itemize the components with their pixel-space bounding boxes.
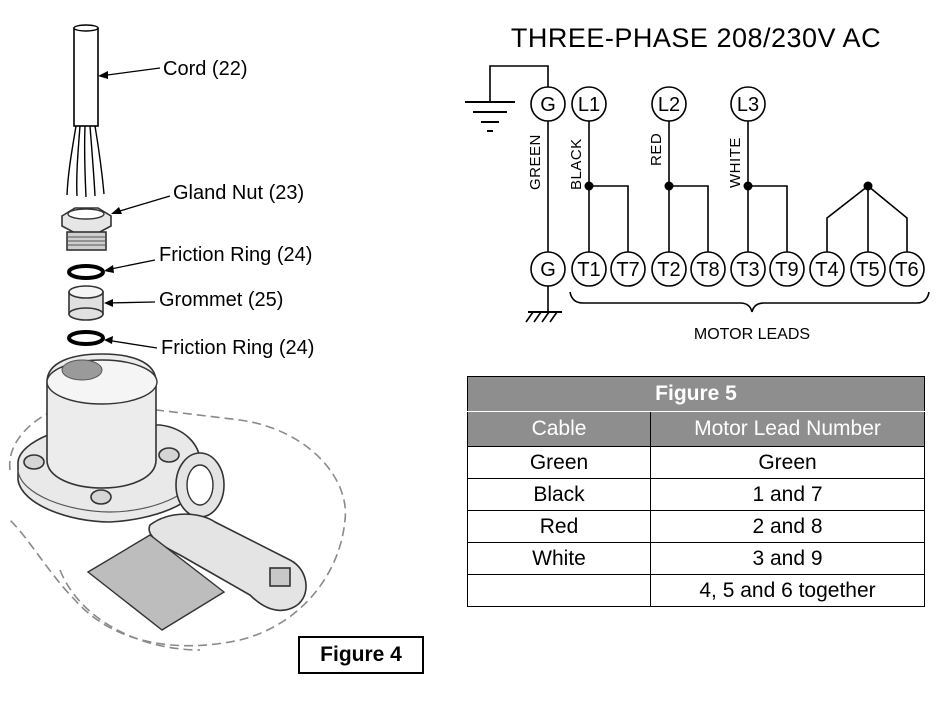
cell-motor-lead: 2 and 8 bbox=[650, 510, 925, 543]
cell-motor-lead: 1 and 7 bbox=[650, 478, 925, 511]
motor-terminal-t1: T1 bbox=[577, 259, 600, 281]
cell-cable bbox=[467, 574, 651, 607]
cell-cable: White bbox=[467, 542, 651, 575]
motor-terminal-t8: T8 bbox=[696, 259, 719, 281]
pump-housing bbox=[9, 353, 347, 651]
cell-cable: Black bbox=[467, 478, 651, 511]
motor-terminal-t7: T7 bbox=[616, 259, 639, 281]
wire-label-green: GREEN bbox=[527, 134, 544, 190]
supply-terminals: G L1 L2 L3 bbox=[530, 86, 766, 122]
cell-motor-lead: Green bbox=[650, 446, 925, 479]
wiring-diagram: THREE-PHASE 208/230V AC G bbox=[465, 23, 930, 343]
table-row: White 3 and 9 bbox=[467, 542, 925, 575]
supply-wires bbox=[547, 121, 908, 252]
motor-terminal-g: G bbox=[540, 259, 556, 281]
supply-terminal-l2: L2 bbox=[658, 94, 680, 116]
motor-terminal-t9: T9 bbox=[775, 259, 798, 281]
grommet bbox=[68, 285, 104, 321]
label-friction-ring-top: Friction Ring (24) bbox=[159, 244, 312, 266]
figure-5-table: Figure 5 Cable Motor Lead Number Green G… bbox=[467, 376, 925, 607]
motor-terminal-t4: T4 bbox=[815, 259, 838, 281]
table-header-row: Cable Motor Lead Number bbox=[467, 411, 925, 447]
cell-cable: Green bbox=[467, 446, 651, 479]
wire-label-black: BLACK bbox=[568, 138, 585, 190]
cell-motor-lead: 4, 5 and 6 together bbox=[650, 574, 925, 607]
cord-end bbox=[73, 24, 99, 32]
motor-terminals: G T1 T7 T2 T8 T3 T9 T4 T5 T6 bbox=[530, 251, 925, 287]
motor-leads-brace bbox=[569, 291, 930, 313]
cord-jacket bbox=[73, 27, 99, 127]
wire-label-red: RED bbox=[648, 133, 665, 166]
table-row: 4, 5 and 6 together bbox=[467, 574, 925, 607]
friction-ring-bottom bbox=[67, 330, 105, 346]
exploded-view-illustration: Cord (22) Gland Nut (23) Friction Ring (… bbox=[9, 24, 347, 651]
name-plate bbox=[86, 534, 226, 631]
cord-wires bbox=[66, 125, 105, 198]
wiring-title: THREE-PHASE 208/230V AC bbox=[511, 23, 881, 53]
cell-cable: Red bbox=[467, 510, 651, 543]
motor-terminal-t3: T3 bbox=[736, 259, 759, 281]
figure-5-caption: Figure 5 bbox=[467, 376, 925, 412]
motor-terminal-t6: T6 bbox=[895, 259, 918, 281]
label-cord: Cord (22) bbox=[163, 58, 247, 80]
chassis-ground-symbol bbox=[525, 286, 562, 323]
column-header-cable: Cable bbox=[467, 411, 651, 447]
gland-nut bbox=[61, 207, 112, 251]
friction-ring-top bbox=[67, 264, 105, 280]
label-friction-ring-bottom: Friction Ring (24) bbox=[161, 337, 314, 359]
motor-terminal-t5: T5 bbox=[856, 259, 879, 281]
label-gland-nut: Gland Nut (23) bbox=[173, 182, 304, 204]
figure-4-caption: Figure 4 bbox=[298, 636, 424, 674]
cell-motor-lead: 3 and 9 bbox=[650, 542, 925, 575]
table-row: Green Green bbox=[467, 446, 925, 479]
earth-ground-symbol bbox=[465, 65, 549, 132]
column-header-motor-lead-number: Motor Lead Number bbox=[650, 411, 925, 447]
supply-terminal-l3: L3 bbox=[737, 94, 759, 116]
motor-terminal-t2: T2 bbox=[657, 259, 680, 281]
supply-terminal-g: G bbox=[540, 94, 556, 116]
motor-leads-label: MOTOR LEADS bbox=[694, 326, 810, 343]
table-row: Black 1 and 7 bbox=[467, 478, 925, 511]
label-grommet: Grommet (25) bbox=[159, 289, 283, 311]
table-caption-row: Figure 5 bbox=[467, 376, 925, 412]
leader-lines bbox=[98, 67, 171, 349]
wire-label-white: WHITE bbox=[727, 137, 744, 188]
supply-terminal-l1: L1 bbox=[578, 94, 600, 116]
table-row: Red 2 and 8 bbox=[467, 510, 925, 543]
